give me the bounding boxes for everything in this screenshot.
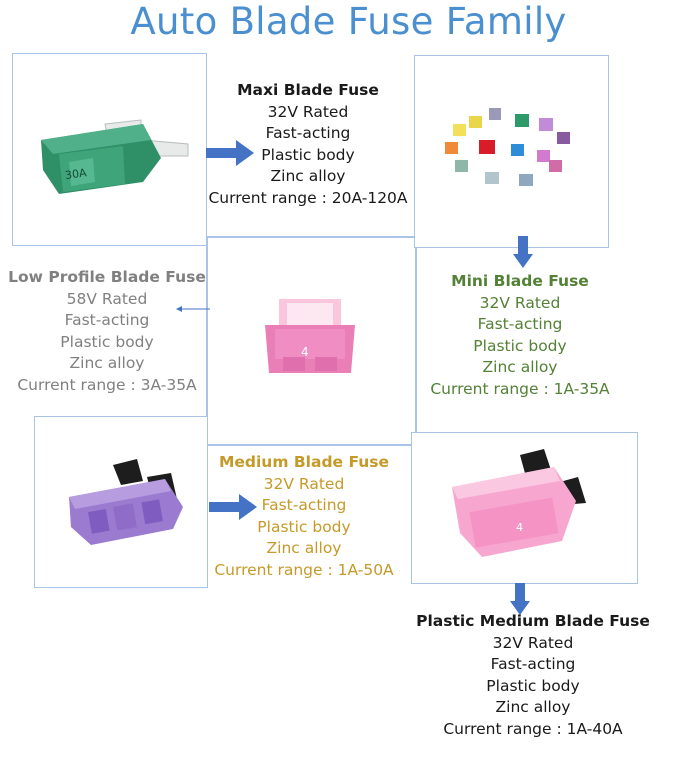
low-profile-fuse-name: Low Profile Blade Fuse [8,268,206,286]
spec-body: Plastic body [486,676,580,695]
plastic-medium-fuse-name: Plastic Medium Blade Fuse [416,612,650,630]
spec-voltage: 32V Rated [479,293,561,312]
arrow-down-icon [513,236,533,268]
arrow-left-icon [176,306,210,312]
spec-speed: Fast-acting [265,124,351,143]
arrow-right-icon [206,140,254,166]
page-title: Auto Blade Fuse Family [130,0,567,43]
plastic-medium-fuse-icon: 4 [452,449,586,557]
spec-current-range: Current range : 1A-40A [443,719,623,738]
connector-line [206,236,416,238]
spec-body: Plastic body [257,517,351,536]
spec-material: Zinc alloy [495,698,571,717]
spec-voltage: 32V Rated [492,633,574,652]
svg-text:4: 4 [301,345,309,359]
low-profile-fuse-icon: 4 [265,299,355,373]
maxi-fuse-image: 30A [12,53,207,246]
medium-fuse-image [34,416,208,588]
low-profile-fuse-info: Low Profile Blade Fuse 58V Rated Fast-ac… [4,267,210,397]
spec-current-range: Current range : 3A-35A [17,375,197,394]
mini-fuse-icon [445,108,570,186]
spec-voltage: 32V Rated [267,102,349,121]
plastic-medium-fuse-image: 4 [411,432,638,584]
spec-speed: Fast-acting [261,496,347,515]
mini-fuse-image [414,55,609,248]
spec-speed: Fast-acting [477,315,563,334]
spec-speed: Fast-acting [490,655,576,674]
mini-fuse-name: Mini Blade Fuse [451,272,589,290]
medium-fuse-name: Medium Blade Fuse [218,453,390,471]
maxi-fuse-icon: 30A [41,119,189,194]
spec-material: Zinc alloy [69,354,145,373]
spec-current-range: Current range : 1A-50A [214,560,394,579]
maxi-fuse-info: Maxi Blade Fuse 32V Rated Fast-acting Pl… [200,80,416,210]
svg-text:30A: 30A [64,166,88,182]
arrow-down-icon [510,583,530,615]
connector-line [206,444,414,446]
maxi-fuse-name: Maxi Blade Fuse [237,81,379,99]
spec-body: Plastic body [60,332,154,351]
spec-material: Zinc alloy [270,167,346,186]
spec-body: Plastic body [473,336,567,355]
connector-line [415,236,417,436]
spec-speed: Fast-acting [64,311,150,330]
mini-fuse-info: Mini Blade Fuse 32V Rated Fast-acting Pl… [412,271,628,401]
connector-line [206,236,208,446]
arrow-right-icon [209,494,257,520]
spec-material: Zinc alloy [482,358,558,377]
spec-material: Zinc alloy [266,539,342,558]
spec-current-range: Current range : 1A-35A [430,379,610,398]
spec-voltage: 58V Rated [66,289,148,308]
plastic-medium-fuse-info: Plastic Medium Blade Fuse 32V Rated Fast… [412,611,654,741]
medium-fuse-info: Medium Blade Fuse 32V Rated Fast-acting … [200,452,408,582]
svg-text:4: 4 [516,521,523,534]
medium-fuse-icon [69,459,183,545]
spec-current-range: Current range : 20A-120A [208,188,408,207]
spec-voltage: 32V Rated [263,474,345,493]
spec-body: Plastic body [261,145,355,164]
